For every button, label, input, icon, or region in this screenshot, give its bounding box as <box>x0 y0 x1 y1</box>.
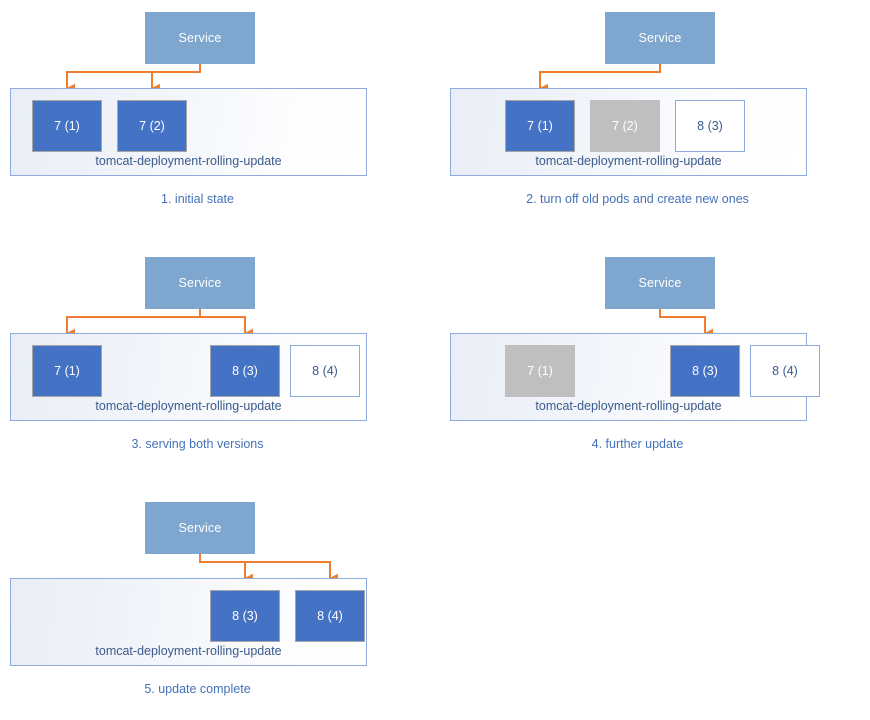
service-box[interactable]: Service <box>145 257 255 309</box>
service-box[interactable]: Service <box>605 257 715 309</box>
panel-caption: 5. update complete <box>144 682 251 696</box>
pod-box[interactable]: 7 (1) <box>505 100 575 152</box>
panel-serving-both-versions: Service tomcat-deployment-rolling-update… <box>0 245 395 475</box>
pod-label: 7 (1) <box>54 119 80 133</box>
pod-label: 8 (4) <box>312 364 338 378</box>
pod-box[interactable]: 7 (1) <box>32 100 102 152</box>
pod-label: 8 (3) <box>232 609 258 623</box>
pod-box[interactable]: 8 (3) <box>675 100 745 152</box>
deployment-label: tomcat-deployment-rolling-update <box>95 399 282 413</box>
deployment-label: tomcat-deployment-rolling-update <box>535 399 722 413</box>
panel-update-complete: Service tomcat-deployment-rolling-update… <box>0 490 395 720</box>
pod-box[interactable]: 8 (4) <box>750 345 820 397</box>
pod-label: 7 (2) <box>612 119 638 133</box>
pod-box[interactable]: 8 (4) <box>290 345 360 397</box>
service-box[interactable]: Service <box>605 12 715 64</box>
deployment-label: tomcat-deployment-rolling-update <box>95 154 282 168</box>
pod-label: 8 (4) <box>317 609 343 623</box>
pod-box[interactable]: 8 (3) <box>210 345 280 397</box>
panel-initial-state: Service tomcat-deployment-rolling-update… <box>0 0 395 230</box>
panel-caption: 1. initial state <box>161 192 234 206</box>
pod-label: 8 (3) <box>692 364 718 378</box>
pod-box[interactable]: 8 (3) <box>670 345 740 397</box>
panel-further-update: Service tomcat-deployment-rolling-update… <box>440 245 835 475</box>
deployment-label: tomcat-deployment-rolling-update <box>535 154 722 168</box>
pod-box[interactable]: 7 (1) <box>32 345 102 397</box>
pod-label: 8 (3) <box>232 364 258 378</box>
pod-box[interactable]: 7 (2) <box>117 100 187 152</box>
pod-label: 8 (3) <box>697 119 723 133</box>
pod-box[interactable]: 8 (3) <box>210 590 280 642</box>
deployment-label: tomcat-deployment-rolling-update <box>95 644 282 658</box>
pod-label: 7 (1) <box>54 364 80 378</box>
service-label: Service <box>638 276 682 290</box>
service-label: Service <box>638 31 682 45</box>
pod-label: 7 (1) <box>527 119 553 133</box>
pod-box[interactable]: 7 (1) <box>505 345 575 397</box>
pod-box[interactable]: 7 (2) <box>590 100 660 152</box>
pod-label: 7 (1) <box>527 364 553 378</box>
service-box[interactable]: Service <box>145 502 255 554</box>
pod-label: 8 (4) <box>772 364 798 378</box>
panel-caption: 3. serving both versions <box>131 437 264 451</box>
panel-caption: 4. further update <box>591 437 684 451</box>
service-box[interactable]: Service <box>145 12 255 64</box>
service-label: Service <box>178 276 222 290</box>
panel-caption: 2. turn off old pods and create new ones <box>526 192 749 206</box>
panel-turn-off-old-pods: Service tomcat-deployment-rolling-update… <box>440 0 835 230</box>
service-label: Service <box>178 521 222 535</box>
pod-box[interactable]: 8 (4) <box>295 590 365 642</box>
service-label: Service <box>178 31 222 45</box>
pod-label: 7 (2) <box>139 119 165 133</box>
